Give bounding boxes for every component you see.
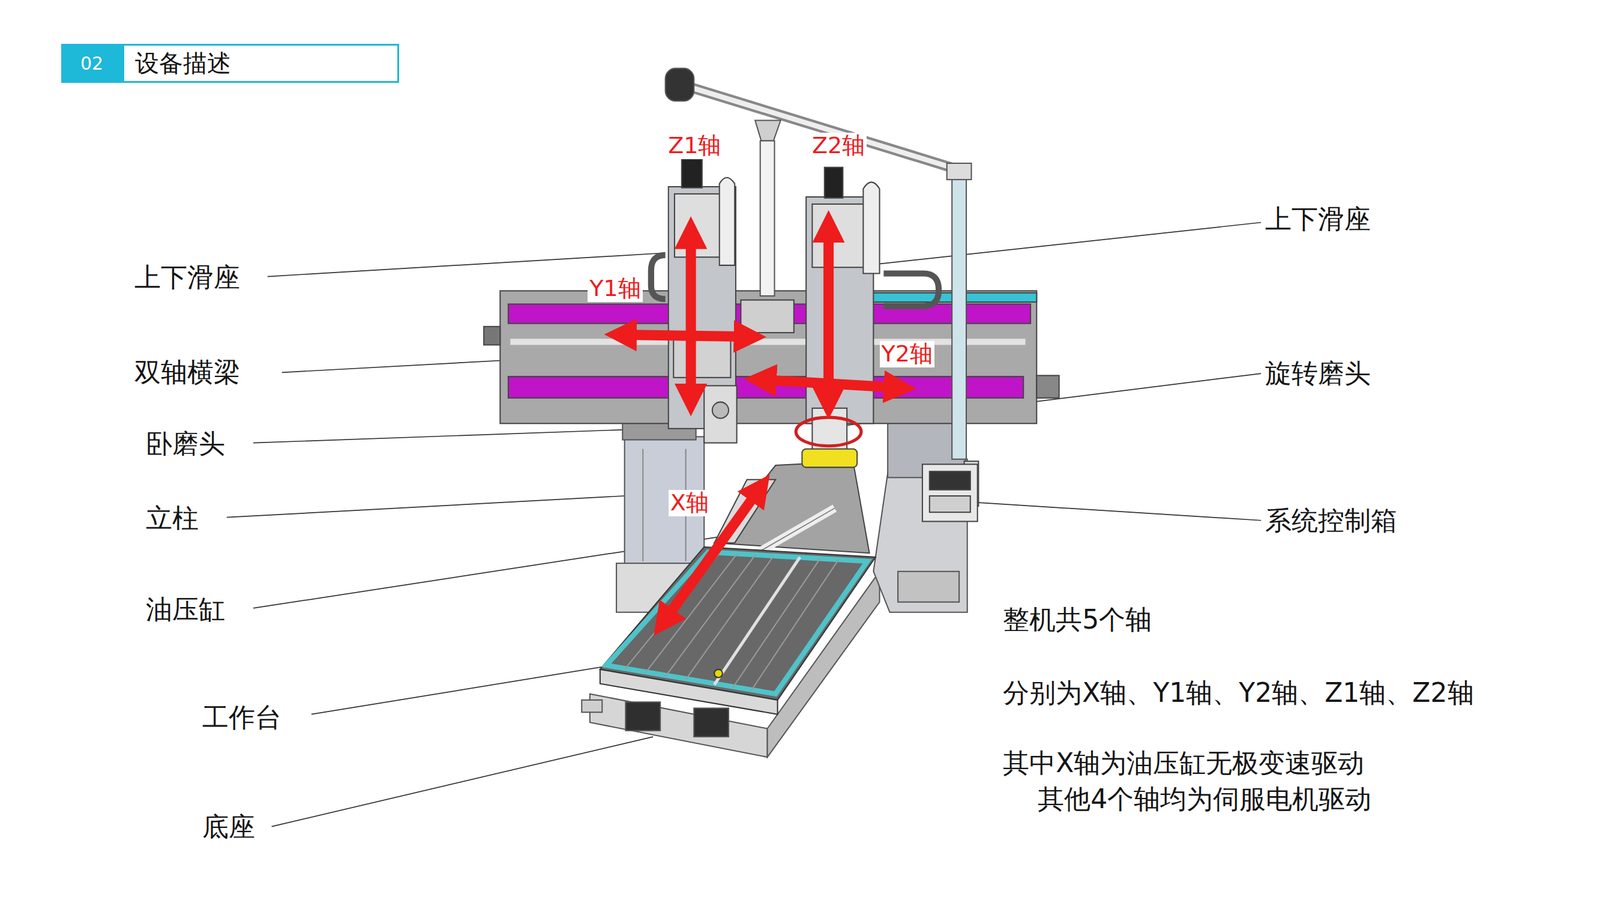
right-slide-part	[863, 181, 880, 274]
crossbeam-part	[508, 376, 1024, 398]
part-name: 油压缸	[145, 594, 226, 625]
horizontal-grinder-part	[712, 402, 729, 419]
part-name: 双轴横梁	[134, 357, 241, 388]
rotary-grinder-part	[801, 448, 858, 468]
axis-label: Y1轴	[587, 275, 643, 302]
right-column-part	[897, 571, 960, 602]
axis-label: Z1轴	[666, 132, 723, 160]
axis-arrows-part	[620, 334, 751, 337]
middle-block	[740, 300, 794, 333]
left-slide-part	[719, 177, 735, 266]
part-name: 上下滑座	[1265, 204, 1371, 235]
cable-handles-part	[651, 255, 666, 299]
axis-arrows-part	[760, 379, 901, 388]
work-table-part	[645, 553, 737, 674]
leader-lines	[226, 222, 1261, 827]
work-table-part	[732, 558, 821, 688]
bed-rails-part	[714, 460, 870, 553]
work-table	[600, 546, 876, 715]
control-box-part	[929, 495, 971, 512]
part-name: 立柱	[145, 502, 199, 534]
machine-base-part	[581, 699, 602, 712]
top-arm-part	[951, 171, 967, 460]
machine-base-part	[693, 707, 729, 737]
left-slide-part	[681, 159, 703, 188]
note-text: 整机共5个轴	[1002, 604, 1152, 635]
section-number: 02	[61, 43, 123, 83]
note-text: 其他4个轴均为伺服电机驱动	[1037, 783, 1372, 815]
crossbeam-part	[483, 326, 500, 346]
crossbeam-part	[510, 338, 1026, 345]
leader-lines-part	[311, 664, 613, 715]
section-title-box: 设备描述	[122, 43, 400, 83]
crossbeam-part	[1036, 375, 1059, 398]
axis-arrows-part	[663, 487, 760, 622]
work-table-part	[714, 556, 800, 685]
left-column-part	[642, 448, 644, 562]
axis-label: Z2轴	[810, 132, 867, 160]
top-arm-part	[665, 68, 695, 101]
leader-lines-part	[282, 358, 526, 373]
node-text: 02	[80, 53, 104, 74]
control-box	[922, 460, 979, 521]
left-slide-part	[673, 336, 731, 378]
work-table-part	[600, 669, 778, 715]
control-box-part	[929, 471, 971, 490]
axis-label: Y2轴	[879, 340, 935, 368]
top-arm	[665, 68, 972, 460]
work-table-part	[714, 669, 723, 678]
axis-arrows	[620, 226, 901, 622]
horizontal-grinder-part	[703, 385, 737, 443]
rotary-grinder	[795, 408, 862, 468]
leader-lines-part	[267, 252, 664, 277]
top-arm-part	[947, 163, 972, 180]
top-arm-part	[760, 141, 775, 296]
axis-arrows-part	[823, 226, 834, 403]
part-name: 上下滑座	[134, 262, 241, 293]
work-table-part	[750, 558, 839, 691]
part-name: 旋转磨头	[1265, 358, 1371, 389]
control-box-part	[922, 463, 978, 521]
crossbeam	[483, 290, 1060, 424]
part-name: 底座	[202, 811, 256, 843]
right-slide-part	[824, 167, 844, 199]
axis-label: X轴	[668, 489, 711, 517]
work-table-part	[665, 555, 756, 677]
axis-arrows-part	[685, 232, 697, 400]
work-table-part	[606, 551, 868, 694]
part-name: 工作台	[202, 702, 282, 733]
leader-lines-part	[969, 501, 1261, 521]
part-name: 系统控制箱	[1265, 505, 1398, 536]
middle-block-part	[740, 300, 794, 333]
note-text: 分别为X轴、Y1轴、Y2轴、Z1轴、Z2轴	[1002, 677, 1474, 709]
cable-handles-part	[883, 273, 939, 306]
leader-lines-part	[846, 222, 1261, 268]
machine-base-part	[625, 701, 661, 731]
right-slide-part	[812, 204, 868, 268]
node-text: 设备描述	[135, 49, 232, 77]
horizontal-grinder	[703, 385, 737, 443]
rotary-grinder-part	[795, 417, 862, 446]
top-arm-part	[754, 120, 781, 142]
leader-lines-part	[226, 494, 643, 517]
note-text: 其中X轴为油压缸无极变速驱动	[1002, 747, 1365, 779]
leader-lines-part	[271, 736, 654, 827]
part-name: 卧磨头	[145, 428, 226, 460]
